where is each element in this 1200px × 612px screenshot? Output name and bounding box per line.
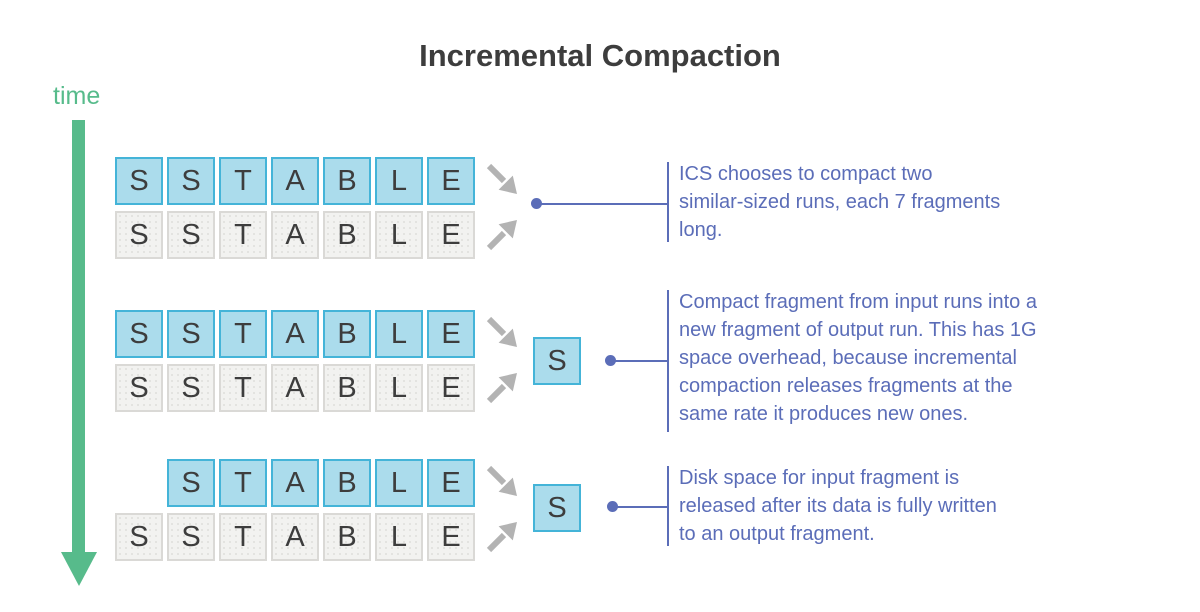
sstable-fragment: S: [115, 364, 163, 412]
annotation-line: long.: [679, 219, 723, 241]
merge-arrow-down-right-icon: [486, 316, 517, 347]
step1-annotation: ICS chooses to compact two similar-sized…: [679, 160, 1000, 244]
sstable-fragment: T: [219, 459, 267, 507]
sstable-fragment: S: [115, 310, 163, 358]
time-arrow: [72, 120, 85, 553]
output-fragment: S: [533, 337, 581, 385]
sstable-fragment: E: [427, 157, 475, 205]
step2-annotation: Compact fragment from input runs into a …: [679, 288, 1037, 428]
sstable-fragment: S: [115, 157, 163, 205]
sstable-fragment: S: [167, 157, 215, 205]
sstable-fragment: S: [167, 364, 215, 412]
sstable-fragment: T: [219, 513, 267, 561]
annotation-line: released after its data is fully written: [679, 495, 997, 517]
sstable-fragment: L: [375, 157, 423, 205]
merge-arrow-down-right-icon: [486, 465, 517, 496]
annotation-line: to an output fragment.: [679, 523, 875, 545]
sstable-fragment: E: [427, 211, 475, 259]
sstable-fragment: A: [271, 364, 319, 412]
merge-arrow-down-right-icon: [486, 163, 517, 194]
sstable-fragment: E: [427, 513, 475, 561]
annotation-line: new fragment of output run. This has 1G: [679, 319, 1037, 341]
merge-arrow-up-right-icon: [486, 220, 517, 251]
annotation-line: Compact fragment from input runs into a: [679, 291, 1037, 313]
annotation-line: Disk space for input fragment is: [679, 467, 960, 489]
connector-line: [610, 360, 668, 362]
sstable-fragment: A: [271, 157, 319, 205]
sstable-fragment: S: [167, 513, 215, 561]
annotation-line: same rate it produces new ones.: [679, 403, 969, 425]
note-divider: [667, 466, 669, 546]
sstable-fragment: B: [323, 513, 371, 561]
sstable-fragment: B: [323, 459, 371, 507]
sstable-fragment: E: [427, 459, 475, 507]
sstable-fragment: A: [271, 310, 319, 358]
merge-arrow-up-right-icon: [486, 522, 517, 553]
sstable-fragment: A: [271, 459, 319, 507]
step3-annotation: Disk space for input fragment is release…: [679, 464, 997, 548]
sstable-fragment: T: [219, 157, 267, 205]
sstable-fragment: T: [219, 211, 267, 259]
sstable-fragment: L: [375, 211, 423, 259]
annotation-line: similar-sized runs, each 7 fragments: [679, 191, 1001, 213]
connector-line: [612, 506, 668, 508]
sstable-fragment: L: [375, 459, 423, 507]
sstable-fragment: S: [115, 513, 163, 561]
diagram-title: Incremental Compaction: [419, 38, 781, 73]
note-divider: [667, 290, 669, 432]
sstable-fragment: S: [115, 211, 163, 259]
sstable-fragment: B: [323, 211, 371, 259]
sstable-fragment: A: [271, 513, 319, 561]
sstable-fragment: A: [271, 211, 319, 259]
annotation-line: space overhead, because incremental: [679, 347, 1017, 369]
connector-line: [536, 203, 668, 205]
time-axis-label: time: [53, 82, 101, 110]
annotation-line: compaction releases fragments at the: [679, 375, 1013, 397]
sstable-fragment: L: [375, 364, 423, 412]
annotation-line: ICS chooses to compact two: [679, 163, 933, 185]
time-arrow-head-icon: [61, 552, 97, 586]
sstable-fragment: E: [427, 364, 475, 412]
merge-arrow-up-right-icon: [486, 373, 517, 404]
sstable-fragment: B: [323, 310, 371, 358]
sstable-fragment: T: [219, 364, 267, 412]
sstable-fragment: E: [427, 310, 475, 358]
note-divider: [667, 162, 669, 242]
sstable-fragment: S: [167, 459, 215, 507]
sstable-fragment: B: [323, 157, 371, 205]
sstable-fragment: T: [219, 310, 267, 358]
sstable-fragment: S: [167, 211, 215, 259]
sstable-fragment: L: [375, 513, 423, 561]
output-fragment: S: [533, 484, 581, 532]
sstable-fragment: L: [375, 310, 423, 358]
sstable-fragment: B: [323, 364, 371, 412]
sstable-fragment: S: [167, 310, 215, 358]
